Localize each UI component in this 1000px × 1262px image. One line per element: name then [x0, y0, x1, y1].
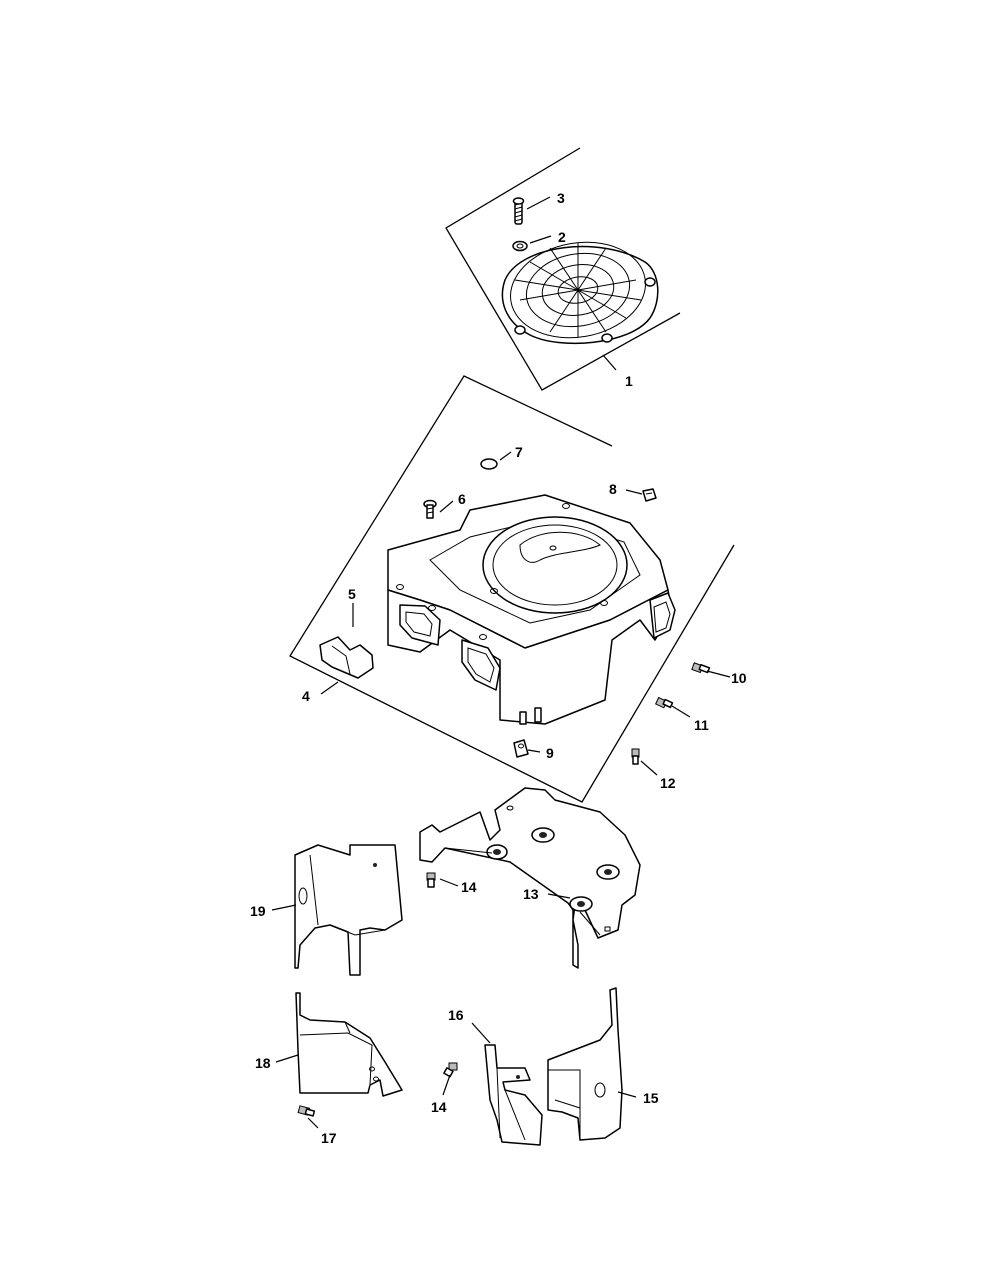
- part-3-screw: [512, 197, 525, 225]
- part-14-screw-upper: [426, 872, 436, 888]
- leader-lines: [271, 196, 731, 1129]
- callout-18: 18: [255, 1055, 271, 1071]
- part-7-plug: [480, 458, 498, 470]
- part-13-base-plate: [419, 787, 641, 969]
- part-10-screw: [691, 662, 711, 674]
- part-1-grille-screen: [501, 241, 659, 345]
- callout-7: 7: [515, 444, 523, 460]
- part-15-shield: [547, 987, 623, 1141]
- callout-14-upper: 14: [461, 879, 477, 895]
- part-6-screw: [423, 499, 437, 519]
- callout-14-lower: 14: [431, 1099, 447, 1115]
- grille-group-frame: [445, 147, 681, 391]
- callout-13: 13: [523, 886, 539, 902]
- part-12-screw: [631, 748, 640, 765]
- callout-8: 8: [609, 481, 617, 497]
- part-4-blower-housing: [387, 494, 676, 725]
- callout-15: 15: [643, 1090, 659, 1106]
- callout-3: 3: [557, 190, 565, 206]
- part-9-clip-nut: [513, 739, 529, 758]
- callout-12: 12: [660, 775, 676, 791]
- callout-5: 5: [348, 586, 356, 602]
- callout-9: 9: [546, 745, 554, 761]
- part-17-screw: [297, 1105, 316, 1117]
- part-19-shield: [294, 844, 403, 976]
- callout-16: 16: [448, 1007, 464, 1023]
- part-5-baffle: [319, 636, 374, 679]
- callout-6: 6: [458, 491, 466, 507]
- part-16-shield: [484, 1044, 543, 1146]
- callout-2: 2: [558, 229, 566, 245]
- callout-17: 17: [321, 1130, 337, 1146]
- part-11-screw: [655, 696, 674, 709]
- callout-4: 4: [302, 688, 310, 704]
- part-18-shield: [295, 992, 403, 1097]
- blower-housing-group-frame: [289, 375, 735, 803]
- part-2-washer: [512, 240, 528, 252]
- callout-11: 11: [694, 717, 709, 733]
- callout-1: 1: [625, 373, 633, 389]
- callout-10: 10: [731, 670, 747, 686]
- callout-19: 19: [250, 903, 266, 919]
- part-14-screw-lower: [443, 1062, 458, 1078]
- part-8-clip: [642, 488, 657, 502]
